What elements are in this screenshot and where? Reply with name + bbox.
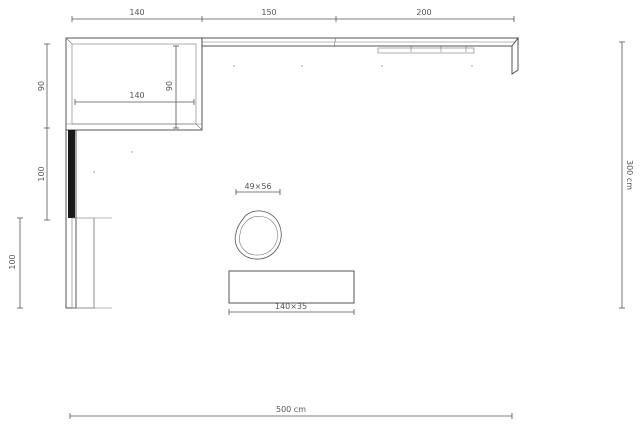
marker-dot: [131, 151, 133, 153]
cabinet-width-label: 140: [129, 91, 144, 100]
left-dimension-group: 90 100 100: [8, 43, 50, 309]
stool-size-label: 49×56: [244, 182, 271, 191]
top-dim-label-3: 200: [416, 8, 431, 17]
dark-panel: [68, 130, 75, 218]
bottom-dimension-group: 500 cm: [69, 405, 513, 419]
right-dimension-group: 300 cm: [619, 41, 634, 309]
marker-dot: [471, 65, 473, 67]
left-dim-label-middle: 100: [37, 166, 46, 181]
corner-cabinet-outline: [65, 37, 203, 131]
marker-dot: [301, 65, 303, 67]
left-dim-label-lower: 100: [8, 254, 17, 269]
marker-dot: [93, 171, 95, 173]
cabinet-height-label: 90: [165, 81, 174, 91]
top-dim-label-1: 140: [129, 8, 144, 17]
stool: 49×56: [234, 182, 282, 260]
top-dim-label-2: 150: [261, 8, 276, 17]
bench-outline: [228, 270, 355, 304]
top-wall-rail: [377, 47, 475, 54]
stool-seat-inner: [239, 216, 278, 256]
cabinet-corner-line: [195, 123, 203, 131]
top-dimension-group: 140 150 200: [71, 8, 515, 22]
corner-cabinet: 140 90: [65, 37, 203, 131]
bench-size-label: 140×35: [275, 302, 307, 311]
left-dim-label-upper: 90: [37, 81, 46, 91]
left-wall-units: [65, 129, 133, 309]
cabinet-corner-line: [65, 37, 73, 45]
top-shelf-joint: [333, 37, 337, 47]
marker-dot: [381, 65, 383, 67]
marker-dot: [233, 65, 235, 67]
room-height-label: 300 cm: [625, 160, 634, 190]
room-width-label: 500 cm: [276, 405, 306, 414]
top-wall-shelf: [201, 36, 519, 75]
bench: 140×35: [228, 270, 355, 315]
top-shelf-end-panel: [511, 36, 519, 75]
stool-seat-outer: [234, 210, 282, 260]
